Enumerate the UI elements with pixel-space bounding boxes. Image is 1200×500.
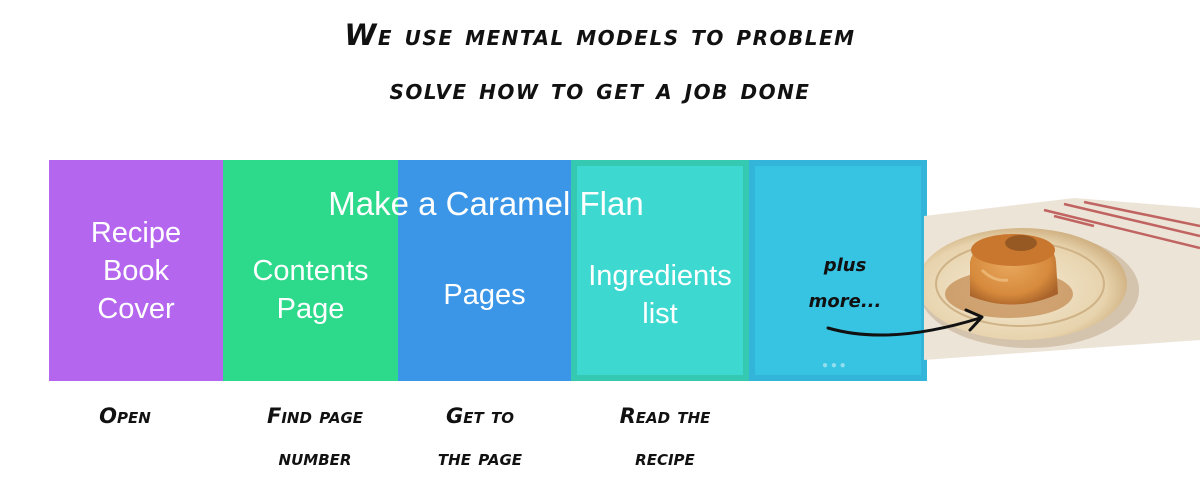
heading-line-1: We use mental models to problem	[344, 18, 856, 52]
block-label-pages: Pages	[443, 278, 526, 311]
block-contents-page: Contents Page	[223, 160, 398, 381]
step-open: Open	[99, 404, 151, 428]
block-label-recipe-book-cover: Recipe Book Cover	[90, 216, 182, 325]
caramel-flan-photo-icon	[924, 198, 1200, 360]
block-pages: Pages	[398, 160, 571, 381]
block-recipe-book-cover: Recipe Book Cover	[49, 160, 223, 381]
block-label-contents-page: Contents Page	[252, 254, 369, 325]
step-find-page-number: Find page number	[266, 404, 364, 470]
step-read-the-recipe: Read the recipe	[619, 404, 711, 470]
plus-more-label: plus more...	[808, 255, 882, 312]
block-label-ingredients-list: Ingredients list	[588, 259, 732, 330]
step-get-to-the-page: Get to the page	[437, 404, 523, 470]
block-ingredients-list: Ingredients list	[571, 160, 749, 381]
photo-watermark: ● ● ●	[822, 360, 846, 371]
arrow-to-photo-icon	[826, 308, 984, 337]
heading-line-2: solve how to get a job done	[389, 72, 811, 106]
task-title: Make a Caramel Flan	[328, 185, 644, 222]
